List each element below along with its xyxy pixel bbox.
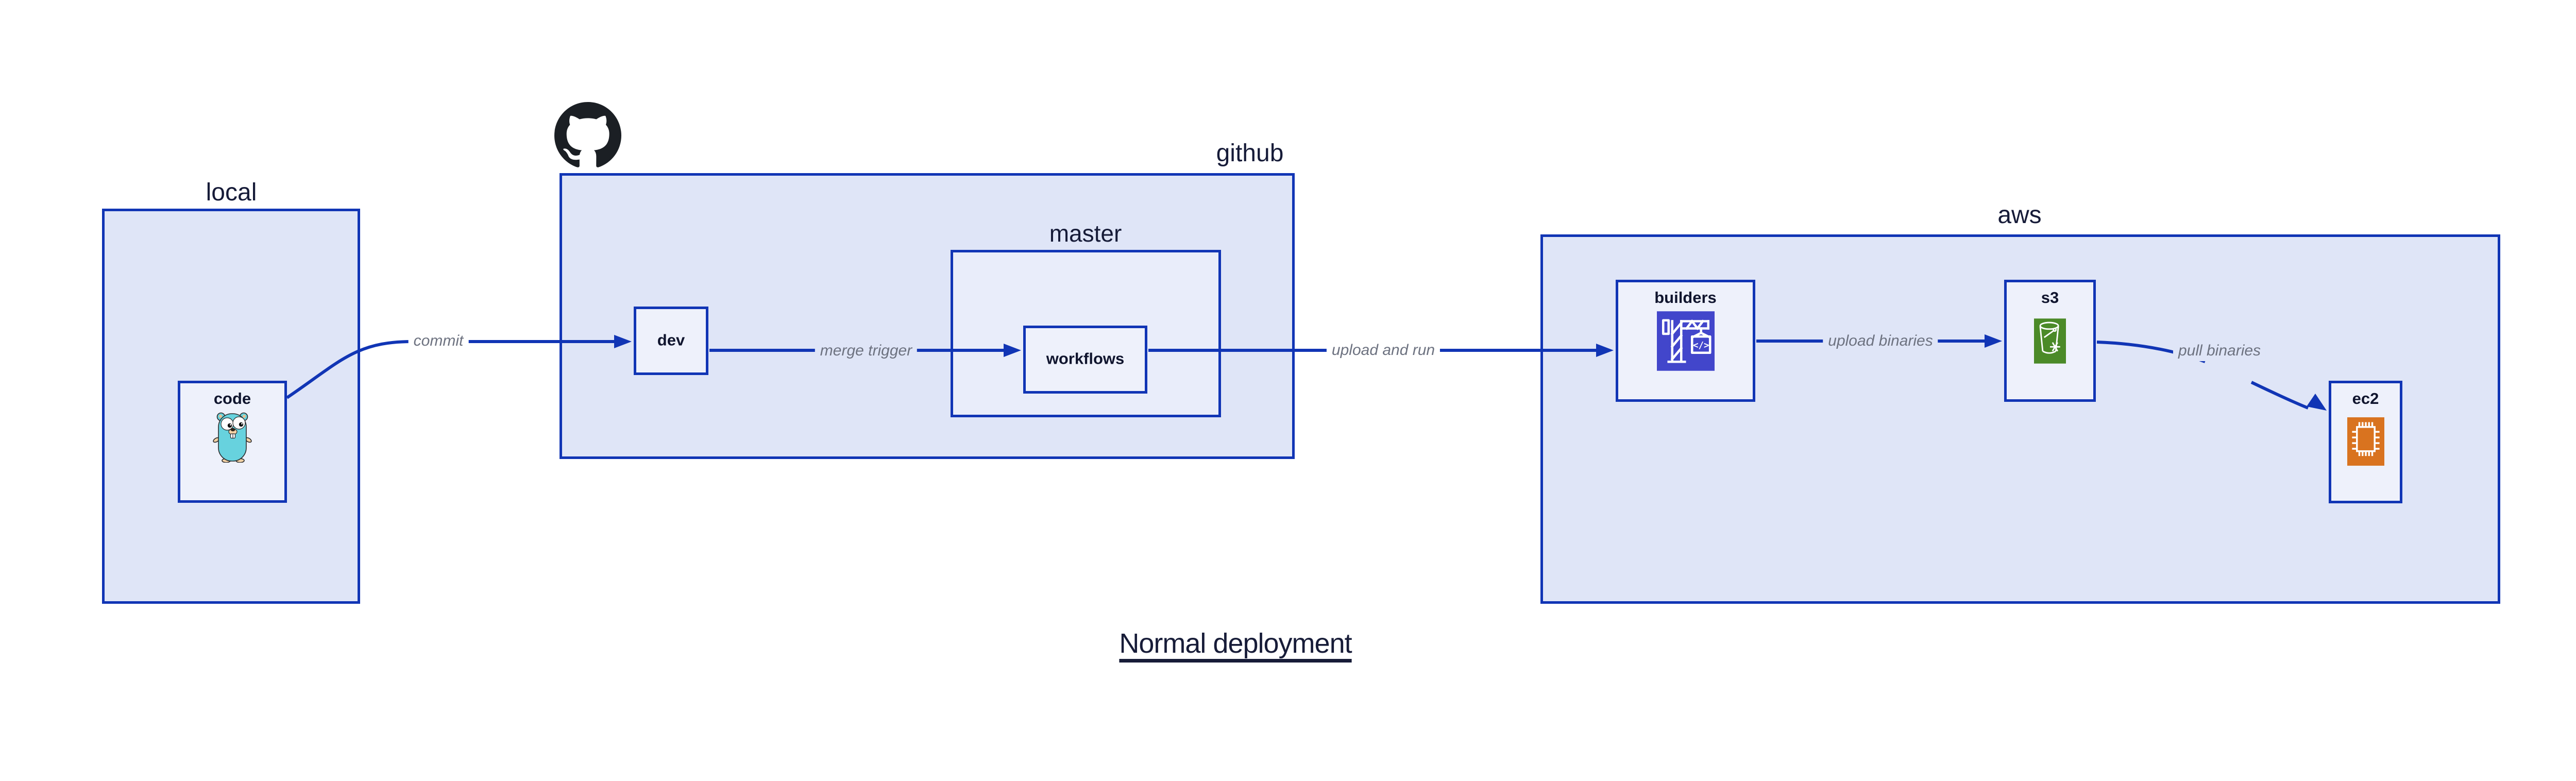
node-dev-label: dev — [657, 331, 685, 349]
codebuild-crane-icon: </> — [1656, 311, 1715, 373]
edge-label-pull-binaries: pull binaries — [2173, 341, 2266, 361]
edge-label-merge-trigger: merge trigger — [815, 341, 918, 361]
node-dev: dev — [634, 307, 708, 375]
node-builders-label: builders — [1654, 288, 1717, 307]
node-workflows-label: workflows — [1046, 349, 1125, 368]
diagram-title: Normal deployment — [1119, 628, 1352, 659]
edge-label-commit: commit — [408, 331, 469, 351]
container-local-label: local — [206, 179, 257, 206]
svg-text:</>: </> — [1692, 341, 1709, 351]
node-ec2-label: ec2 — [2352, 389, 2379, 408]
group-master-label: master — [1049, 220, 1122, 247]
container-aws-label: aws — [1997, 201, 2042, 229]
node-code: code — [178, 381, 287, 503]
go-gopher-icon — [213, 411, 252, 465]
node-code-label: code — [213, 389, 251, 408]
github-octocat-icon — [554, 102, 621, 169]
container-github-label: github — [1216, 140, 1284, 167]
node-builders: builders — [1616, 280, 1755, 402]
edge-label-upload-and-run: upload and run — [1326, 340, 1440, 361]
node-ec2: ec2 — [2329, 381, 2402, 503]
node-workflows: workflows — [1023, 326, 1147, 394]
node-s3: s3 — [2004, 280, 2096, 402]
node-s3-label: s3 — [2041, 288, 2059, 307]
edge-label-upload-binaries: upload binaries — [1823, 331, 1938, 351]
ec2-chip-icon — [2347, 417, 2384, 468]
s3-glacier-bucket-icon — [2034, 318, 2066, 366]
